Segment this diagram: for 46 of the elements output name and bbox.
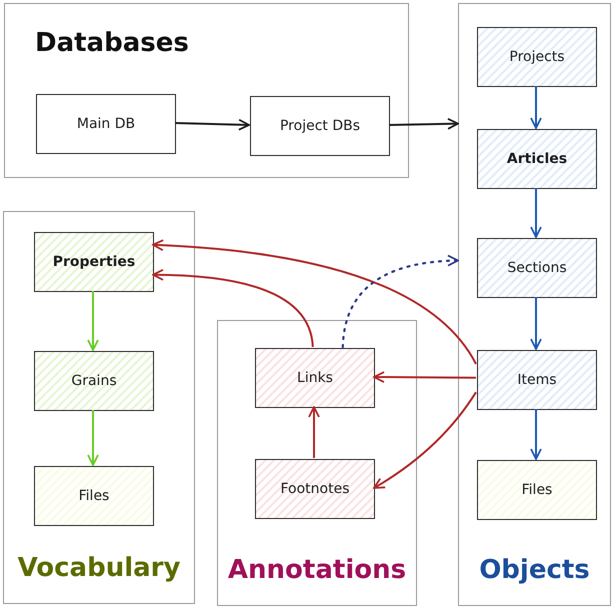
- arrow: [530, 86, 542, 129]
- arrow: [308, 406, 320, 458]
- arrow: [87, 291, 99, 351]
- arrow: [174, 118, 250, 131]
- process-box: [34, 232, 154, 292]
- node-label: Links: [297, 370, 333, 386]
- group-frame: [3, 211, 195, 604]
- process-box: [477, 238, 597, 298]
- group-title: Databases: [35, 28, 189, 58]
- process-box: [34, 466, 154, 526]
- group-title: Objects: [478, 555, 591, 585]
- node-label: Project DBs: [280, 118, 360, 134]
- arrow: [373, 392, 477, 489]
- group-title: Vocabulary: [16, 553, 182, 583]
- process-box: [477, 460, 597, 520]
- node-label: Sections: [507, 260, 567, 276]
- arrow: [530, 297, 542, 350]
- arrow: [152, 269, 314, 348]
- arrow: [530, 409, 542, 460]
- group-frame: [458, 3, 611, 606]
- process-box: [255, 348, 375, 408]
- node-label: Grains: [71, 373, 117, 389]
- node-label: Main DB: [76, 116, 136, 132]
- group-frame: [217, 320, 417, 606]
- arrow: [152, 239, 477, 365]
- process-box: [477, 27, 597, 87]
- process-box: [477, 129, 597, 189]
- node-label: Files: [78, 488, 110, 504]
- group-title: Annotations: [226, 555, 408, 585]
- arrow: [530, 188, 542, 238]
- arrow: [87, 410, 99, 466]
- node-label: Projects: [509, 49, 565, 65]
- node-label: Footnotes: [280, 481, 350, 497]
- group-frame: [4, 3, 409, 178]
- process-box: [34, 351, 154, 411]
- arrow: [373, 371, 476, 383]
- process-box: [255, 459, 375, 519]
- process-box: [250, 96, 390, 156]
- node-label: Files: [522, 482, 552, 498]
- node-label: Properties: [52, 254, 136, 270]
- arrow: [388, 118, 459, 130]
- process-box: [36, 94, 176, 154]
- arrow: [342, 255, 460, 348]
- node-label: Articles: [506, 151, 568, 167]
- process-box: [477, 350, 597, 410]
- node-label: Items: [517, 372, 557, 388]
